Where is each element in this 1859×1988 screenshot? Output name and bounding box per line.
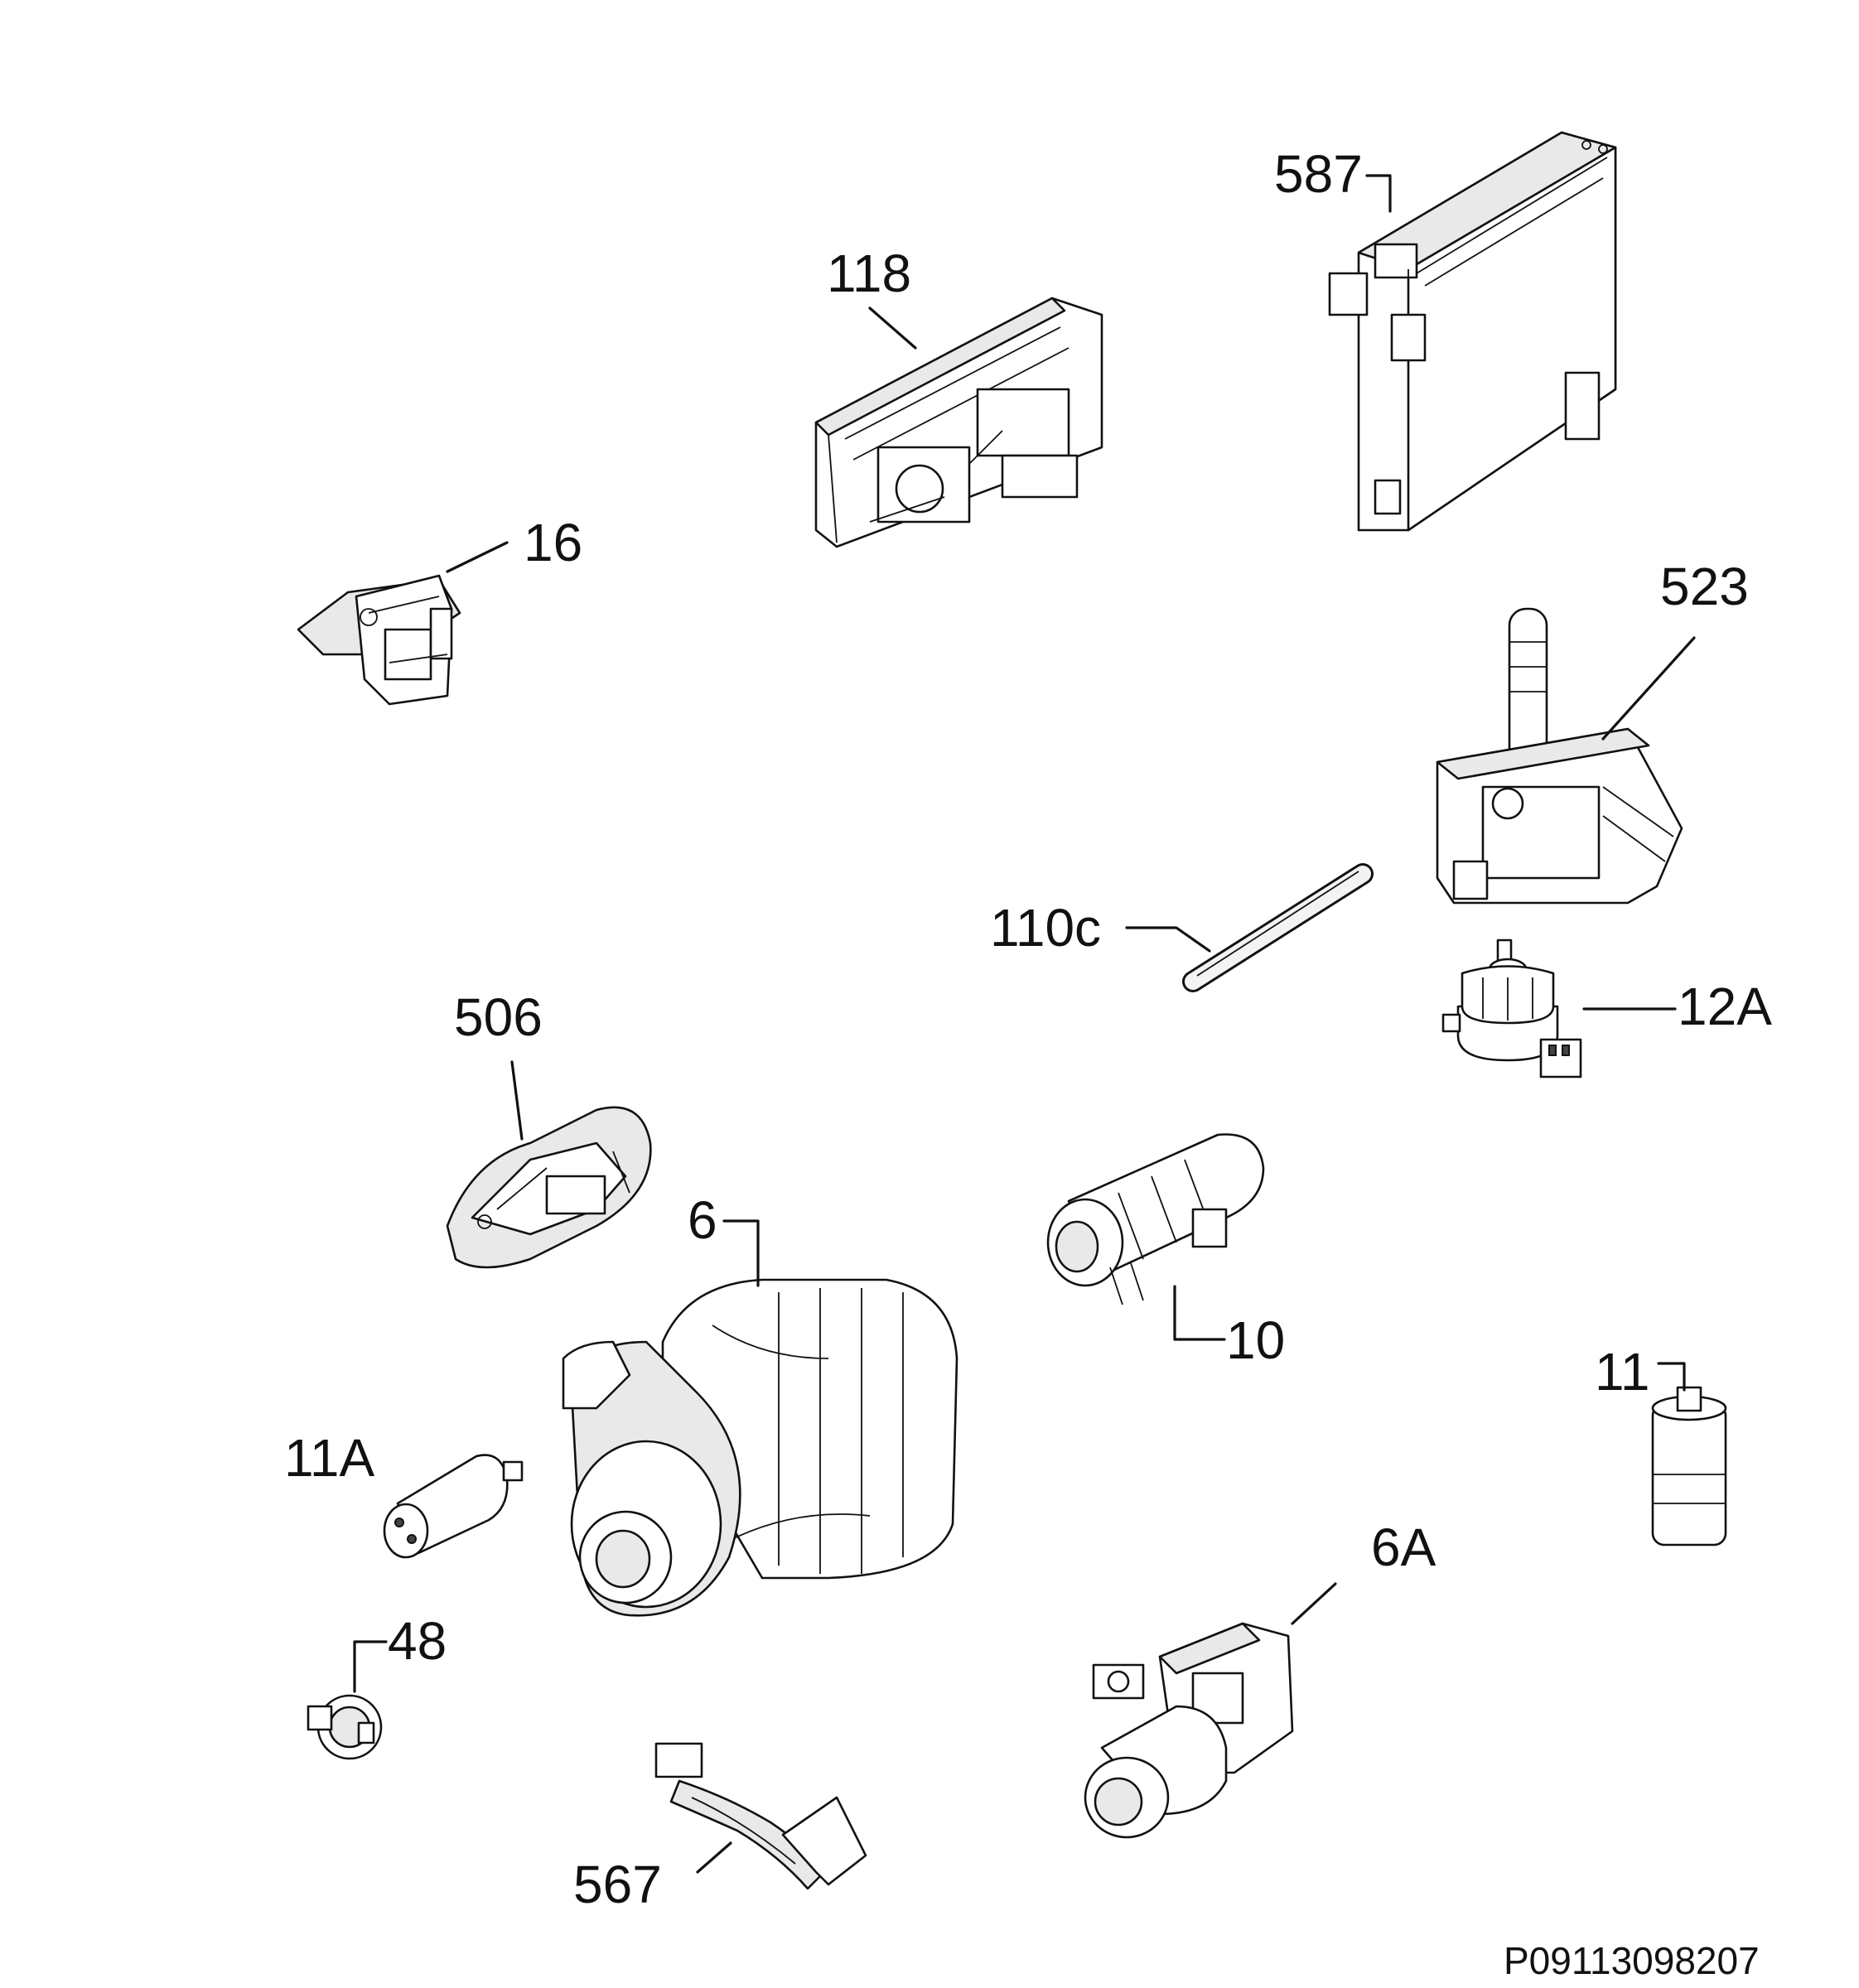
callout-48: 48: [353, 1611, 447, 1693]
part-11-capacitor: [1651, 1386, 1727, 1546]
callout-label-110c: 110c: [990, 898, 1101, 958]
callout-label-11A: 11A: [284, 1428, 374, 1488]
callout-label-118: 118: [827, 244, 911, 303]
callout-11A: 11A: [284, 1428, 374, 1488]
callout-label-567: 567: [573, 1855, 662, 1914]
callout-label-10: 10: [1226, 1310, 1285, 1370]
part-567-clamp: [654, 1742, 867, 1890]
part-6A-drain-pump: [1084, 1622, 1294, 1839]
callout-567: 567: [573, 1841, 732, 1914]
part-6-circulation-pump: [562, 1278, 958, 1617]
part-11A-capacitor: [383, 1454, 524, 1559]
part-587-control-module: [1328, 131, 1617, 532]
part-110c-rod: [1182, 863, 1374, 992]
callout-6A: 6A: [1291, 1518, 1436, 1625]
part-12A-pressure-switch: [1441, 939, 1582, 1078]
callout-label-6A: 6A: [1371, 1518, 1436, 1577]
part-506-bracket: [446, 1106, 652, 1269]
callout-16: 16: [446, 513, 582, 573]
callout-label-16: 16: [524, 513, 582, 572]
drawing-reference-code: P09113098207: [1504, 1939, 1760, 1982]
callout-12A: 12A: [1582, 977, 1772, 1036]
callout-label-11: 11: [1595, 1342, 1649, 1402]
callout-587: 587: [1274, 144, 1392, 213]
callout-10: 10: [1173, 1285, 1285, 1370]
callout-110c: 110c: [990, 898, 1211, 958]
part-48-plug: [307, 1694, 383, 1760]
part-118-interface-board: [814, 297, 1103, 548]
callout-label-48: 48: [388, 1611, 447, 1671]
callout-label-506: 506: [454, 987, 543, 1047]
callout-label-523: 523: [1660, 557, 1749, 616]
part-523-dispenser: [1436, 607, 1683, 905]
callout-506: 506: [454, 987, 543, 1141]
callout-label-6: 6: [688, 1190, 717, 1250]
part-16-door-lock: [297, 574, 461, 706]
part-10-heater: [1046, 1133, 1265, 1305]
callout-label-12A: 12A: [1678, 977, 1772, 1036]
callout-6: 6: [688, 1190, 760, 1287]
callout-523: 523: [1601, 557, 1749, 741]
callout-label-587: 587: [1274, 144, 1363, 204]
callout-11: 11: [1595, 1342, 1686, 1402]
callout-118: 118: [827, 244, 917, 350]
